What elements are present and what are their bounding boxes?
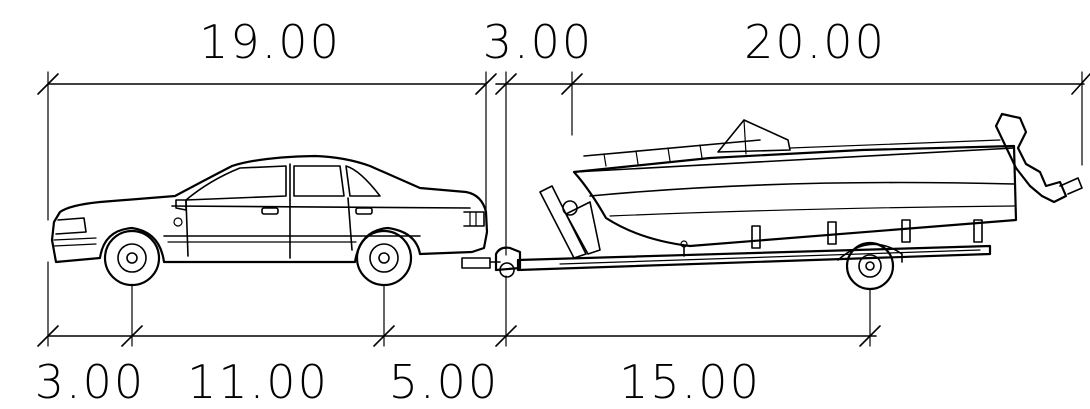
car-tail-light — [463, 211, 485, 227]
boat-trailer — [494, 185, 992, 291]
boat-chine-line — [589, 181, 1015, 197]
car-front-bumper-lower — [53, 243, 97, 247]
trailer-winch — [562, 200, 578, 216]
tick — [37, 73, 59, 95]
tick — [495, 73, 517, 95]
boat-propeller — [1059, 177, 1083, 195]
car-front-bumper — [53, 237, 97, 241]
bottom-dimension-lines — [37, 261, 881, 347]
trailer-wheel — [845, 241, 895, 291]
tick — [495, 325, 517, 347]
trailer-winch-brace — [565, 201, 601, 255]
boat-hull — [572, 144, 1018, 248]
trailer-jockey-wheel — [499, 262, 515, 278]
boat-windshield-frame — [743, 119, 747, 155]
top-dimension-labels: 19.00 3.00 20.00 — [199, 15, 886, 69]
label-hitch-to-axle: 15.00 — [619, 355, 761, 409]
car-fuel-cap — [173, 217, 183, 227]
tick — [37, 325, 59, 347]
label-trailer-length: 20.00 — [744, 15, 886, 69]
car-belt-line — [171, 205, 471, 209]
boat-rail-post — [667, 147, 671, 162]
car-sedan — [50, 154, 501, 287]
trailer-bunk-bracket — [973, 219, 983, 243]
car-front-window — [185, 165, 287, 201]
label-car-length: 19.00 — [199, 15, 341, 69]
label-rear-to-hitch: 5.00 — [389, 355, 499, 409]
boat-rail-post — [635, 150, 639, 165]
car-side-mirror — [175, 199, 187, 211]
tick — [1071, 73, 1090, 95]
boat-gunwale — [573, 147, 1015, 173]
label-front-overhang: 3.00 — [35, 355, 145, 409]
trailer-bunk-bracket — [827, 221, 837, 245]
car-headlight — [55, 217, 87, 235]
top-dimension-lines — [37, 71, 1090, 256]
car-front-wheel — [103, 229, 161, 287]
trailer-frame-inner — [559, 249, 981, 265]
tick — [121, 325, 143, 347]
boat-cockpit-line — [789, 139, 1001, 149]
car-door-handle-front — [261, 207, 279, 215]
motor-boat — [572, 112, 1083, 248]
trailer-bunk-bracket — [901, 219, 911, 243]
tick — [859, 325, 881, 347]
car-rear-wheel — [355, 229, 413, 287]
boat-bow-rail — [583, 139, 761, 157]
tick — [561, 73, 583, 95]
label-gap: 3.00 — [483, 15, 593, 69]
bottom-dimension-labels: 3.00 11.00 5.00 15.00 — [35, 355, 761, 409]
boat-outboard-motor — [994, 112, 1068, 204]
boat-rail-post — [603, 153, 607, 167]
trailer-bunk-bracket — [751, 225, 761, 249]
car-rear-quarter-window — [345, 165, 381, 197]
car-tow-hitch — [461, 257, 491, 269]
boat-rail-post — [699, 144, 703, 159]
boat-strake — [609, 205, 1015, 217]
car-door-handle-rear — [355, 207, 373, 215]
tick — [373, 325, 395, 347]
trailer-coupler — [494, 246, 522, 272]
car-rear-window — [293, 165, 345, 197]
car-body-outline — [50, 154, 489, 264]
boat-windshield — [717, 119, 791, 153]
trailer-winch-post — [539, 185, 587, 259]
trailer-frame — [516, 244, 992, 272]
label-wheelbase: 11.00 — [187, 355, 329, 409]
tick — [475, 73, 497, 95]
